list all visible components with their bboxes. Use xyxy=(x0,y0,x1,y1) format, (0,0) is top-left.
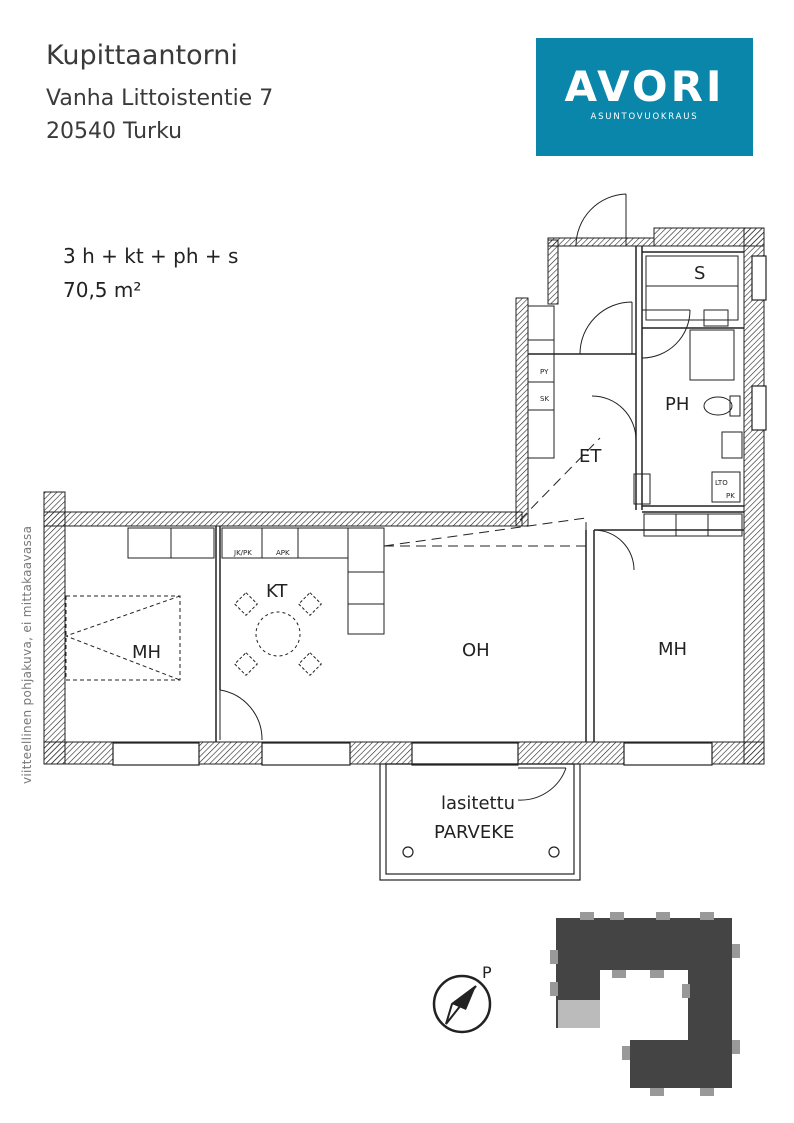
fixtures xyxy=(64,255,743,681)
apartment-type: 3 h + kt + ph + s xyxy=(63,244,239,268)
balcony xyxy=(379,763,581,881)
fixture-label-pk: PK xyxy=(726,492,735,500)
site-map xyxy=(550,912,740,1096)
logo-subtitle: ASUNTOVUOKRAUS xyxy=(590,112,699,122)
room-label-sauna: S xyxy=(694,263,705,284)
avori-logo: AVORI ASUNTOVUOKRAUS xyxy=(536,38,753,156)
logo-wordmark: AVORI xyxy=(564,62,725,111)
windows xyxy=(112,255,767,766)
fixture-label-apk: APK xyxy=(276,549,290,557)
doors xyxy=(219,193,691,801)
balcony-label-line1: lasitettu xyxy=(441,793,515,814)
address-postal: 20540 Turku xyxy=(46,119,183,144)
room-label-bedroom-left: MH xyxy=(132,642,161,663)
room-label-living: OH xyxy=(462,640,490,661)
fixture-label-jk-pk: JK/PK xyxy=(233,549,252,557)
room-label-kitchen: KT xyxy=(266,581,288,602)
compass-north-label: P xyxy=(482,963,492,982)
room-label-bedroom-right: MH xyxy=(658,639,687,660)
fixture-label-py: PY xyxy=(540,368,549,376)
address-street: Vanha Littoistentie 7 xyxy=(46,86,274,111)
exterior-walls xyxy=(43,227,765,765)
fixture-label-sk: SK xyxy=(540,395,549,403)
fixture-label-lto: LTO xyxy=(715,479,728,487)
building-name: Kupittaantorni xyxy=(46,40,238,71)
interior-walls xyxy=(215,246,744,742)
room-labels: S PH ET KT MH OH MH lasitettu PARVEKE xyxy=(132,263,705,843)
fixture-labels: PY SK JK/PK APK LTO PK xyxy=(233,368,735,557)
room-label-bathroom: PH xyxy=(665,394,689,415)
balcony-label-line2: PARVEKE xyxy=(434,822,514,843)
apartment-area: 70,5 m² xyxy=(63,278,142,302)
room-label-entrance: ET xyxy=(579,446,602,467)
compass-icon: P xyxy=(432,963,492,1034)
